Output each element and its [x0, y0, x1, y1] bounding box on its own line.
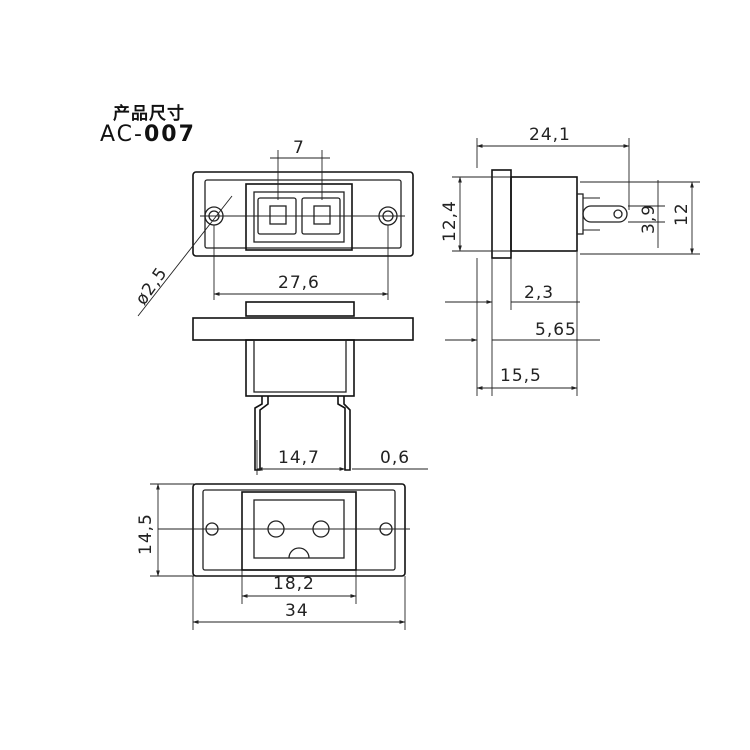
dim-offset-label: 5,65: [535, 320, 577, 340]
side-terminal-hole: [613, 209, 623, 219]
dim-pin-label: 3,9: [639, 204, 659, 234]
dim-bottom-height-label: 14,5: [136, 513, 156, 555]
bottom-flange: [192, 483, 406, 577]
top-body-inner: [253, 339, 347, 393]
model-number-bold: 007: [143, 122, 196, 147]
top-view: 14,7 0,6: [192, 301, 428, 475]
dim-pin-span-label: 14,7: [278, 448, 320, 468]
dim-hole-label: ø2,5: [132, 263, 172, 308]
side-body: [510, 176, 578, 252]
top-pin-right: [337, 396, 351, 471]
dim-pin-thickness-label: 0,6: [380, 448, 410, 468]
front-flange-inner: [204, 179, 402, 249]
top-body: [245, 339, 355, 397]
dim-hole-leader: [137, 195, 233, 317]
dim-h-right-label: 12: [672, 202, 692, 226]
front-body-inner: [253, 191, 345, 243]
bottom-body: [241, 491, 357, 571]
model-prefix: AC-: [100, 122, 144, 147]
title-chinese: 产品尺寸: [113, 104, 185, 124]
front-flange-outer: [192, 171, 414, 257]
side-flange: [491, 169, 512, 259]
side-terminal-base: [576, 193, 584, 235]
bottom-view: 14,5 18,2 34: [136, 483, 410, 630]
front-contact-right-pin: [313, 205, 331, 225]
front-contact-left-pin: [269, 205, 287, 225]
front-body: [245, 183, 353, 251]
top-body-cap: [245, 301, 355, 317]
side-view: 24,1 12,4 3,9 12 2,3 5,65 15,5: [440, 125, 700, 396]
top-flange: [192, 317, 414, 341]
dim-cutout-label: 18,2: [273, 574, 315, 594]
dim-flange-label: 2,3: [524, 283, 554, 303]
model-number: AC-007: [100, 122, 196, 147]
dim-width-label: 27,6: [278, 273, 320, 293]
dim-length-label: 24,1: [529, 125, 571, 145]
front-view: 7 27,6 ø2,5: [132, 138, 414, 317]
bottom-key-notch: [288, 547, 310, 559]
dim-bottom-width-label: 34: [285, 601, 309, 621]
dim-pitch-label: 7: [293, 138, 305, 158]
side-terminal-pin: [582, 205, 628, 223]
dim-h-left-label: 12,4: [440, 200, 460, 242]
dim-depth-label: 15,5: [500, 366, 542, 386]
